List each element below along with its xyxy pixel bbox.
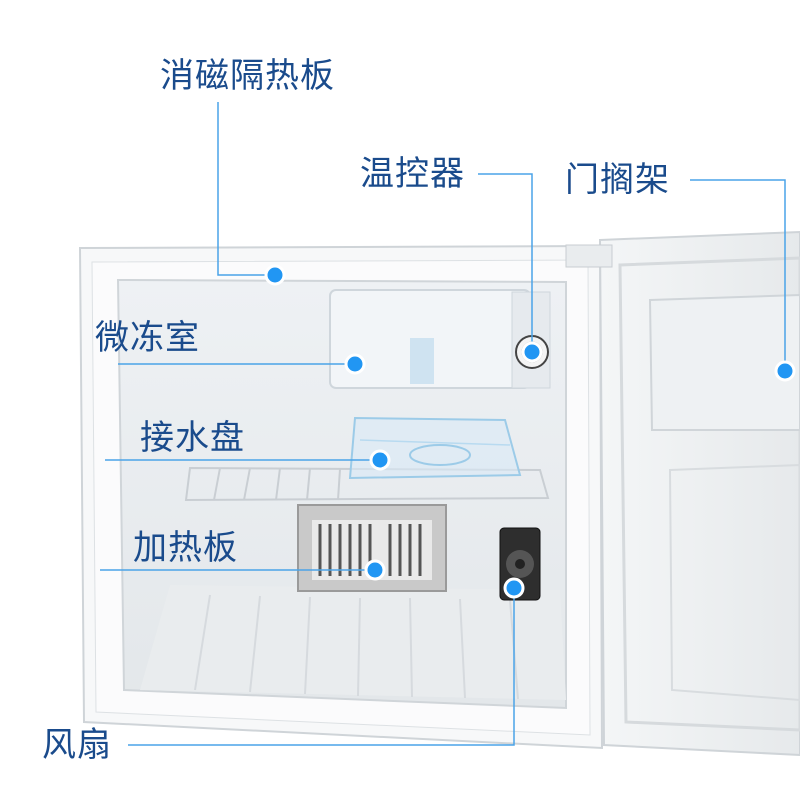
- leader-lines: [100, 102, 786, 746]
- label-fan: 风扇: [42, 725, 112, 765]
- label-mini-freezer: 微冻室: [95, 318, 200, 358]
- fridge-door: [565, 230, 800, 757]
- dot-door-rack: [774, 360, 796, 382]
- dot-mini-freezer: [344, 353, 366, 375]
- label-drip-tray: 接水盘: [140, 418, 245, 458]
- dot-fan: [503, 577, 525, 599]
- label-thermostat: 温控器: [360, 154, 465, 194]
- mini-freezer-box: [329, 289, 551, 389]
- label-door-rack: 门搁架: [565, 160, 670, 200]
- dot-demagnetizing-panel: [264, 264, 286, 286]
- drip-tray: [348, 416, 522, 480]
- label-demagnetizing-panel: 消磁隔热板: [160, 56, 335, 96]
- dot-heating-plate: [364, 559, 386, 581]
- label-heating-plate: 加热板: [133, 528, 238, 568]
- dot-thermostat: [521, 341, 543, 363]
- callout-dots: [264, 264, 796, 599]
- dot-drip-tray: [369, 449, 391, 471]
